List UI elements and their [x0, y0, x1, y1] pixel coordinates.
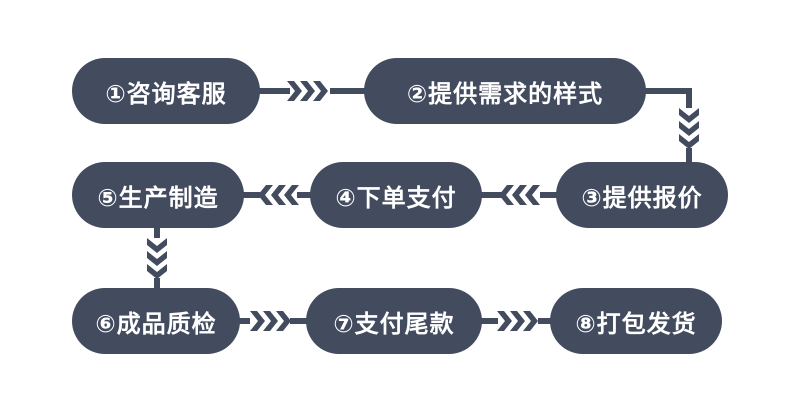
connector-line	[236, 318, 250, 324]
chevron-down-icon	[147, 264, 167, 279]
step-label: ⑧打包发货	[575, 309, 697, 338]
chevron-right-icon	[497, 311, 512, 331]
step-label: ④下单支付	[335, 183, 457, 212]
chevron-right-icon	[276, 311, 291, 331]
chevron-left-icon	[525, 185, 540, 205]
connector-3-to-4	[476, 185, 562, 205]
chevron-right-icon	[313, 81, 328, 101]
chevron-down-icon	[679, 108, 699, 123]
chevron-right-icon	[523, 311, 538, 331]
step-label: ⑥成品质检	[95, 309, 217, 338]
chevron-down-icon	[679, 134, 699, 149]
connector-2-to-3	[640, 88, 699, 166]
connector-7-to-8	[478, 311, 556, 331]
step-quality-inspection: ⑥成品质检	[72, 288, 240, 354]
connector-line	[640, 88, 692, 94]
connector-line	[478, 318, 498, 324]
connector-line	[538, 318, 556, 324]
chevron-left-icon	[258, 185, 273, 205]
chevron-down-icon	[679, 121, 699, 136]
chevron-right-icon	[263, 311, 278, 331]
step-pay-balance: ⑦支付尾款	[306, 288, 482, 354]
connector-line	[290, 318, 310, 324]
step-provide-required-style: ②提供需求的样式	[364, 58, 646, 124]
connector-line	[330, 88, 370, 94]
chevron-down-icon	[147, 238, 167, 253]
connector-4-to-5	[240, 185, 317, 205]
connector-5-to-6	[147, 224, 167, 292]
step-order-payment: ④下单支付	[310, 162, 482, 228]
connector-line	[297, 192, 317, 198]
step-label: ⑦支付尾款	[333, 309, 455, 338]
connector-line	[258, 88, 290, 94]
step-production: ⑤生产制造	[72, 162, 244, 228]
step-label: ⑤生产制造	[97, 183, 219, 212]
step-label: ①咨询客服	[105, 79, 227, 108]
connector-line	[540, 192, 562, 198]
chevron-left-icon	[512, 185, 527, 205]
chevron-left-icon	[499, 185, 514, 205]
connector-line	[240, 192, 260, 198]
chevron-right-icon	[250, 311, 265, 331]
connector-line	[476, 192, 502, 198]
connector-line	[154, 278, 160, 292]
connector-line	[154, 224, 160, 238]
connector-line	[686, 88, 692, 108]
chevron-right-icon	[510, 311, 525, 331]
chevron-left-icon	[284, 185, 299, 205]
chevron-left-icon	[271, 185, 286, 205]
step-consult-service: ①咨询客服	[72, 58, 260, 124]
connector-6-to-7	[236, 311, 310, 331]
step-label: ②提供需求的样式	[406, 79, 604, 108]
connector-1-to-2	[258, 81, 370, 101]
step-pack-ship: ⑧打包发货	[550, 288, 722, 354]
chevron-down-icon	[147, 251, 167, 266]
chevron-right-icon	[300, 81, 315, 101]
connector-line	[686, 148, 692, 166]
step-label: ③提供报价	[581, 183, 703, 212]
step-provide-quote: ③提供报价	[556, 162, 728, 228]
